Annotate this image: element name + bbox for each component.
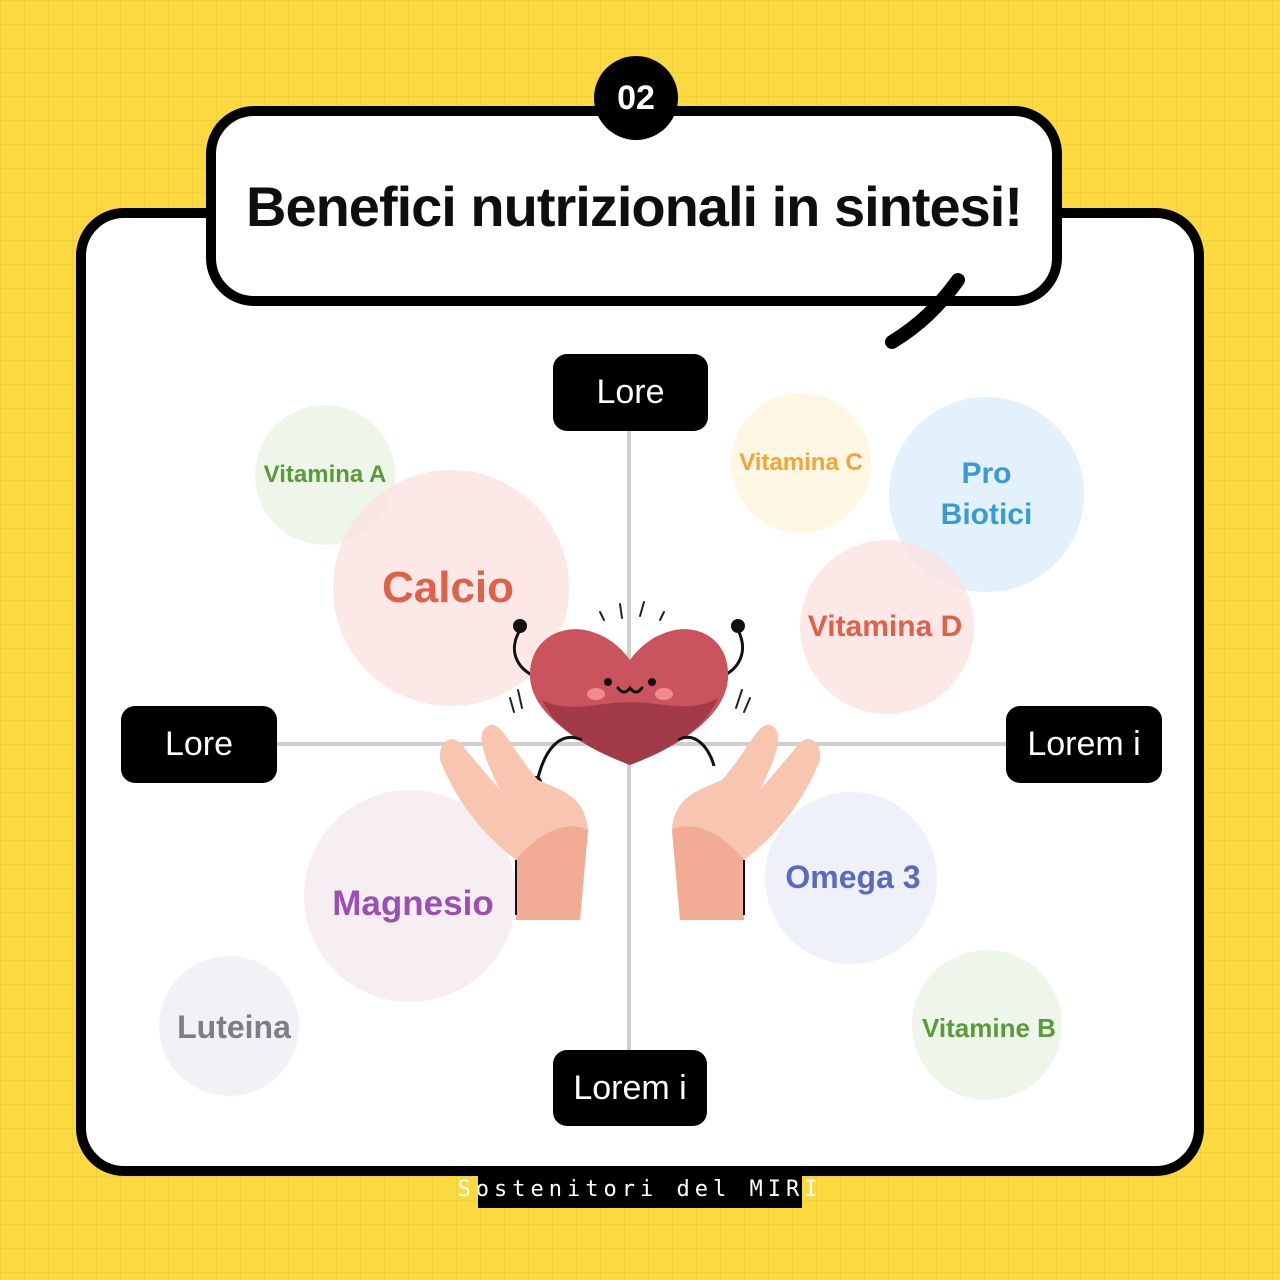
nutrient-label: Omega 3 — [785, 859, 921, 896]
step-number-badge: 02 — [594, 56, 678, 140]
axis-label-left: Lore — [121, 706, 277, 783]
nutrient-label: Pro Biotici — [940, 457, 1033, 531]
nutrient-bubble-vitamina-a: Vitamina A — [255, 405, 395, 545]
footer-tag: Sostenitori del MIRI — [458, 1170, 817, 1208]
nutrient-bubble-vitamina-c: Vitamina C — [731, 393, 871, 533]
speech-bubble-tail-icon — [885, 273, 965, 349]
nutrient-bubble-magnesio: Magnesio — [304, 790, 516, 1002]
axis-label-top: Lore — [553, 354, 708, 431]
nutrient-label: Vitamine B — [922, 1013, 1056, 1044]
happy-heart-icon — [509, 601, 751, 788]
nutrient-label: Luteina — [177, 1009, 291, 1046]
nutrient-label: Vitamina A — [263, 460, 387, 488]
nutrient-label: Vitamina D — [807, 609, 963, 643]
nutrient-label: Calcio — [381, 563, 515, 613]
nutrient-bubble-vitamina-d: Vitamina D — [800, 540, 974, 714]
open-hands-icon — [439, 724, 821, 920]
nutrient-bubble-calcio: Calcio — [333, 470, 569, 706]
page-title: Benefici nutrizionali in sintesi! — [246, 174, 1023, 238]
nutrient-bubble-omega-3: Omega 3 — [765, 792, 937, 964]
nutrient-bubble-luteina: Luteina — [159, 956, 299, 1096]
hero-illustration — [439, 601, 821, 920]
axis-label-bottom: Lorem i — [553, 1050, 707, 1126]
nutrient-bubble-vitamine-b: Vitamine B — [912, 950, 1062, 1100]
nutrient-label: Magnesio — [332, 884, 494, 924]
nutrient-label: Vitamina C — [739, 448, 863, 476]
axis-label-right: Lorem i — [1006, 706, 1162, 783]
